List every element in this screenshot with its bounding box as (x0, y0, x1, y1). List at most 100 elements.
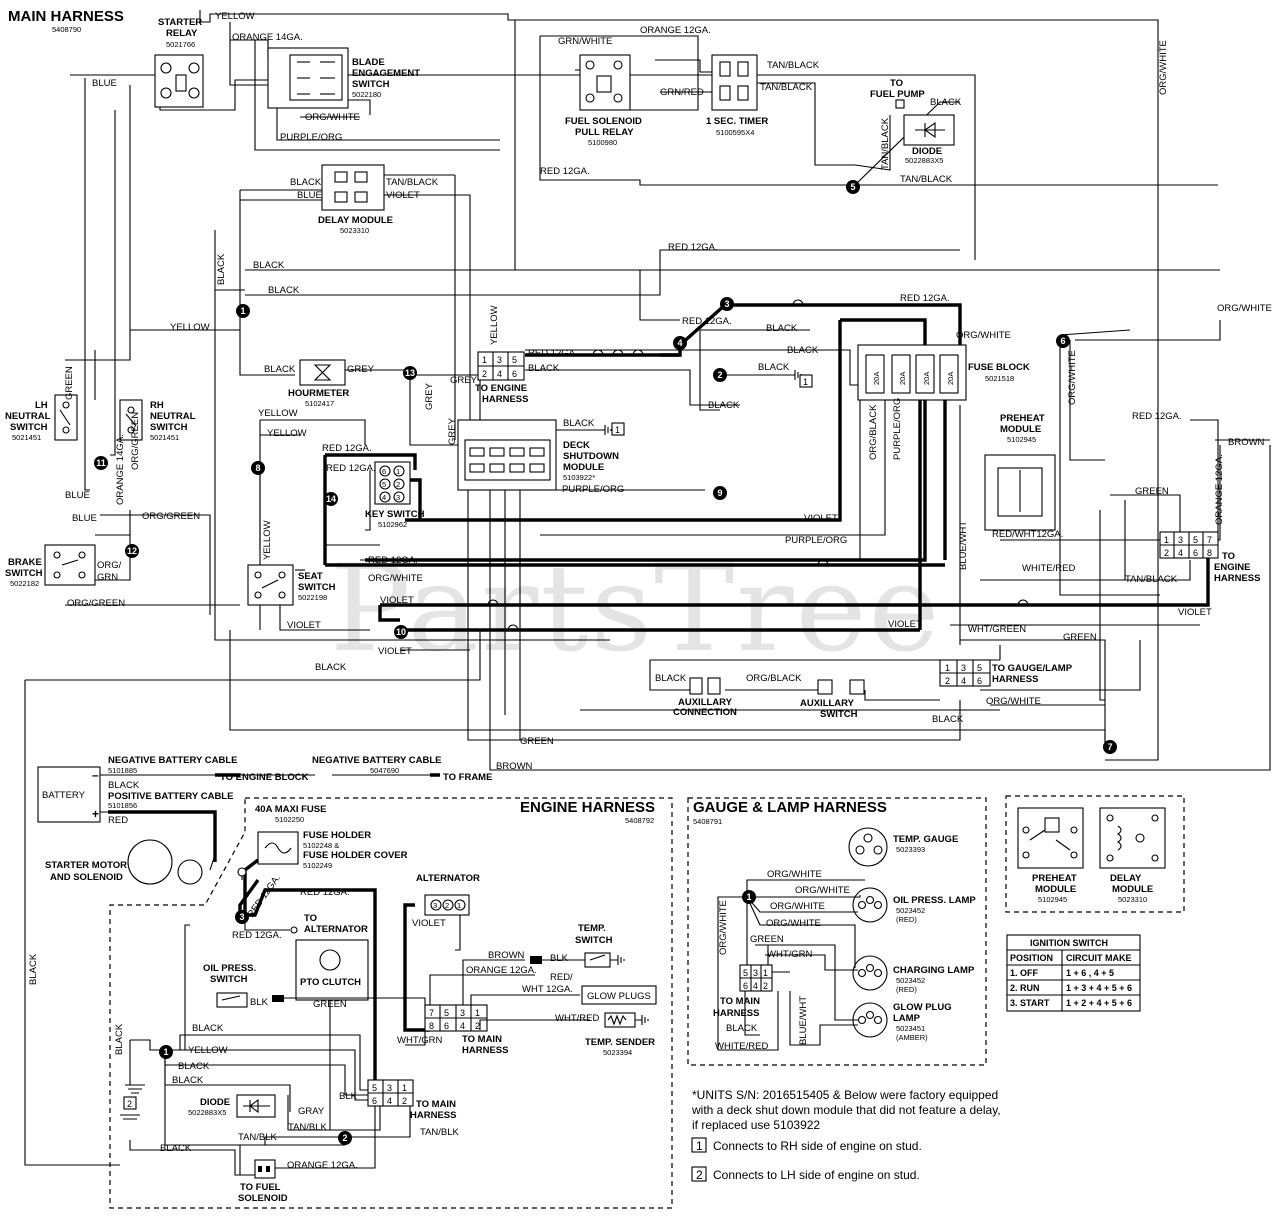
fuel-pump-label-2: FUEL PUMP (870, 89, 925, 100)
diode-main-pn: 5022883X5 (905, 156, 943, 165)
ignition-header-position: POSITION (1010, 953, 1053, 963)
wl-black-deck: BLACK (563, 418, 595, 429)
splice-node-label: 1 (746, 892, 751, 902)
fuse-1-rating: 20A (872, 372, 881, 385)
svg-text:+: + (92, 807, 99, 821)
splice-node-1 (159, 1045, 173, 1059)
wl-org-white-6v: ORG/WHITE (1067, 350, 1078, 405)
seat-pn: 5022198 (298, 593, 327, 602)
splice-node-8 (251, 461, 265, 475)
glow-lamp-label-1: GLOW PLUG (893, 1002, 952, 1013)
wl-org-brake: ORG/ (97, 560, 122, 571)
pos-label: POSITIVE BATTERY CABLE (108, 791, 233, 802)
brake-switch: BRAKE SWITCH 5022182 (5, 544, 96, 588)
wl-org-white-fuse: ORG/WHITE (956, 330, 1011, 341)
seat-label-1: SEAT (298, 571, 323, 582)
svg-text:1: 1 (457, 901, 461, 910)
gwl-org-white-2: ORG/WHITE (795, 885, 850, 896)
charging-lamp-color: (RED) (896, 985, 917, 994)
right-engine-label-2: ENGINE (1214, 562, 1250, 573)
wl-black-7: BLACK (932, 714, 964, 725)
ewl-black-left: BLACK (28, 953, 39, 985)
blade-switch-label-2: ENGAGEMENT (352, 68, 420, 79)
seat-switch: SEAT SWITCH 5022198 (247, 564, 336, 606)
gauge-conn-label-2: HARNESS (992, 674, 1038, 685)
splice-node-label: 6 (1060, 336, 1065, 346)
ewl-red12-a: RED 12GA. (245, 873, 282, 920)
notes: *UNITS S/N: 2016515405 & Below were fact… (691, 1088, 1001, 1182)
splice-node-3 (720, 297, 734, 311)
delay-module: DELAY MODULE 5023310 (318, 164, 393, 235)
svg-text:4: 4 (382, 493, 386, 502)
wl-tan-black-5: TAN/BLACK (900, 174, 953, 185)
wl-org-white-right: ORG/WHITE (1158, 40, 1169, 95)
svg-text:2: 2 (402, 1096, 407, 1106)
battery-black: BLACK (108, 780, 140, 791)
right-engine-label-1: TO (1222, 551, 1235, 562)
fuel-solenoid-pull-relay: FUEL SOLENOID PULL RELAY 5100980 (565, 54, 642, 147)
splice-node-label: 4 (677, 338, 682, 348)
wl-tan-black-delay: TAN/BLACK (386, 177, 439, 188)
wl-orange14-rh: ORANGE 14GA. (115, 434, 126, 505)
ewl-tan-blk-c: TAN/BLK (238, 1132, 278, 1143)
splice-node-9 (713, 486, 727, 500)
pos-pn: 5101856 (108, 801, 137, 810)
wl-purple-org: PURPLE/ORG (280, 132, 342, 143)
wl-red-wht12: RED/WHT12GA. (992, 529, 1063, 540)
oil-switch-1: OIL PRESS. (203, 963, 256, 974)
to-main-b-1: TO MAIN (416, 1099, 456, 1110)
wl-grn-red: GRN/RED (660, 87, 704, 98)
wl-green-right: GREEN (1135, 486, 1169, 497)
gauge-conn-label-1: TO GAUGE/LAMP (992, 663, 1073, 674)
wl-org-black-fuse: ORG/BLACK (868, 404, 879, 460)
svg-text:5: 5 (372, 1083, 377, 1093)
gwl-black: BLACK (726, 1023, 758, 1034)
wl-black-frame: BLACK (315, 662, 347, 673)
starter-relay: STARTER RELAY 5021766 (154, 17, 204, 108)
glow-lamp-color: (AMBER) (896, 1033, 928, 1042)
fuse-block-pn: 5021518 (985, 374, 1014, 383)
note2-num: 2 (696, 1168, 703, 1182)
wl-grey-hour: GREY (347, 364, 375, 375)
preheat-legend-2: MODULE (1035, 884, 1076, 895)
wl-blue-top: BLUE (92, 78, 117, 89)
main-harness-pn: 5408790 (52, 25, 81, 34)
svg-text:7: 7 (1207, 535, 1212, 545)
wl-black-delay: BLACK (290, 177, 322, 188)
wl-grn-brake: GRN (97, 572, 118, 583)
wl-green-bottom: GREEN (520, 736, 554, 747)
svg-text:3: 3 (753, 968, 758, 978)
brake-pn: 5022182 (10, 579, 39, 588)
ewl-org12: ORANGE 12GA. (466, 965, 537, 976)
ewl-wht12: WHT 12GA. (522, 984, 573, 995)
splice-node-label: 8 (255, 463, 260, 473)
to-main-a-1: TO MAIN (462, 1034, 502, 1045)
neg1-to: TO ENGINE BLOCK (220, 772, 309, 783)
wl-purple-org-2: PURPLE/ORG (785, 535, 847, 546)
timer-pn: 5100595X4 (716, 128, 754, 137)
splice-node-2 (338, 1131, 352, 1145)
fuel-pump-diode: TO FUEL PUMP DIODE 5022883X5 (870, 78, 955, 165)
fuel-relay-pn: 5100980 (588, 138, 617, 147)
aux-conn-label-2: CONNECTION (673, 707, 737, 718)
battery-red: RED (108, 815, 128, 826)
svg-text:2: 2 (763, 981, 768, 991)
brake-label-1: BRAKE (8, 557, 42, 568)
ewl-tan-blk-b: TAN/BLK (420, 1127, 460, 1138)
ewl-wht-grn: WHT/GRN (397, 1035, 443, 1046)
ewl-violet-alt: VIOLET (412, 918, 446, 929)
wl-black-2: BLACK (268, 285, 300, 296)
wl-tan-black-timer2: TAN/BLACK (760, 82, 813, 93)
note1-text: Connects to RH side of engine on stud. (713, 1139, 922, 1153)
wl-red12-key1: RED 12GA. (322, 443, 372, 454)
ewl-yellow-e1: YELLOW (188, 1045, 228, 1056)
splice-node-10 (394, 625, 408, 639)
svg-text:4: 4 (387, 1096, 392, 1106)
gauge-lamp-harness: GAUGE & LAMP HARNESS 5408791 TEMP. GAUGE… (687, 797, 987, 1066)
svg-text:5: 5 (512, 355, 517, 365)
gauge-harness-title: GAUGE & LAMP HARNESS (693, 799, 887, 816)
temp-sender-label: TEMP. SENDER (585, 1037, 655, 1048)
svg-text:5: 5 (444, 1008, 449, 1018)
neg2-pn: 5047690 (370, 766, 399, 775)
